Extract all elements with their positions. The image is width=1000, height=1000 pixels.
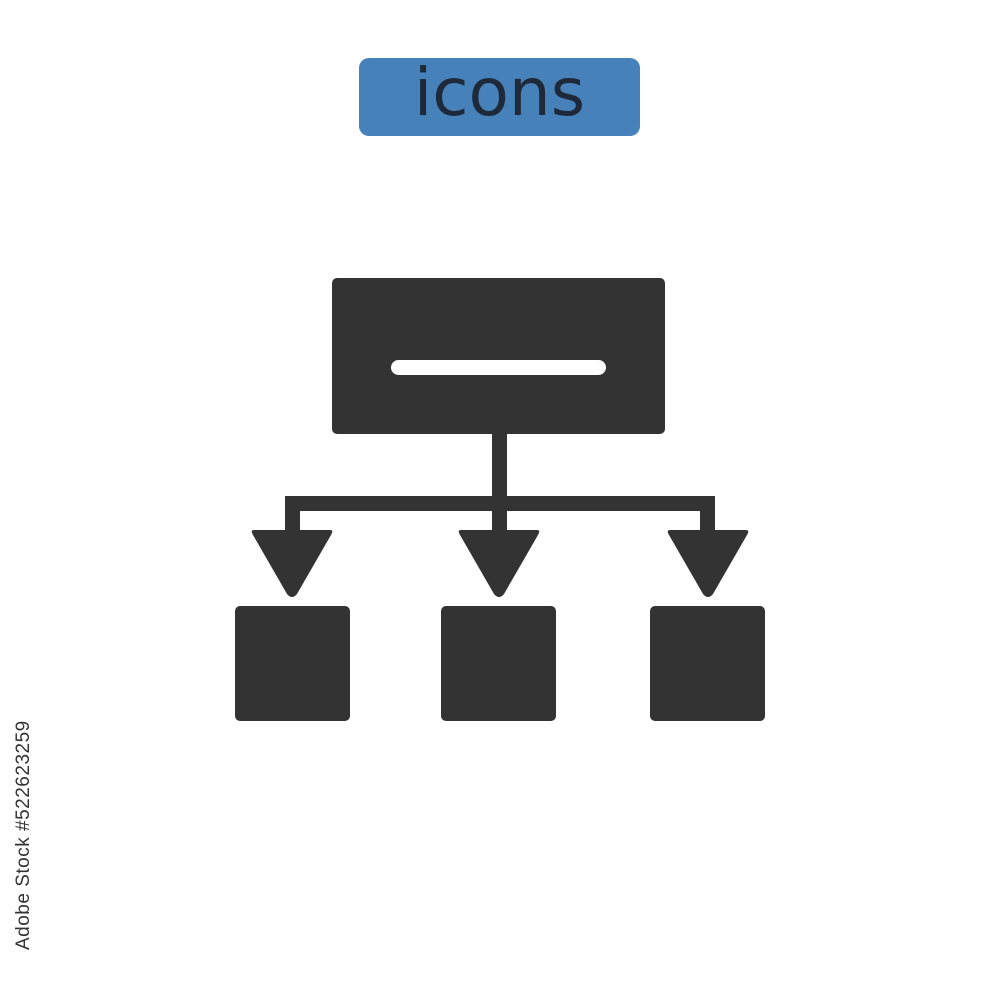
- arrow-down-icon: [458, 530, 540, 597]
- connector-drop-right: [700, 496, 715, 538]
- top-node-label-bar: [391, 360, 606, 375]
- stock-id: 522623259: [13, 720, 34, 820]
- stock-id-label: Adobe Stock #522623259: [13, 720, 35, 950]
- connector-drop-left: [285, 496, 300, 538]
- icons-badge: icons: [359, 58, 640, 136]
- stock-provider: Adobe Stock: [13, 836, 34, 950]
- badge-label: icons: [413, 54, 586, 131]
- connector-drop-middle: [492, 496, 507, 538]
- arrow-down-icon: [667, 530, 749, 597]
- child-node-box-right: [650, 606, 765, 721]
- top-node-box: [332, 278, 665, 434]
- stock-id-sep: #: [13, 819, 34, 831]
- child-node-box-middle: [441, 606, 556, 721]
- arrow-down-icon: [251, 530, 333, 597]
- connector-stem: [492, 432, 507, 510]
- child-node-box-left: [235, 606, 350, 721]
